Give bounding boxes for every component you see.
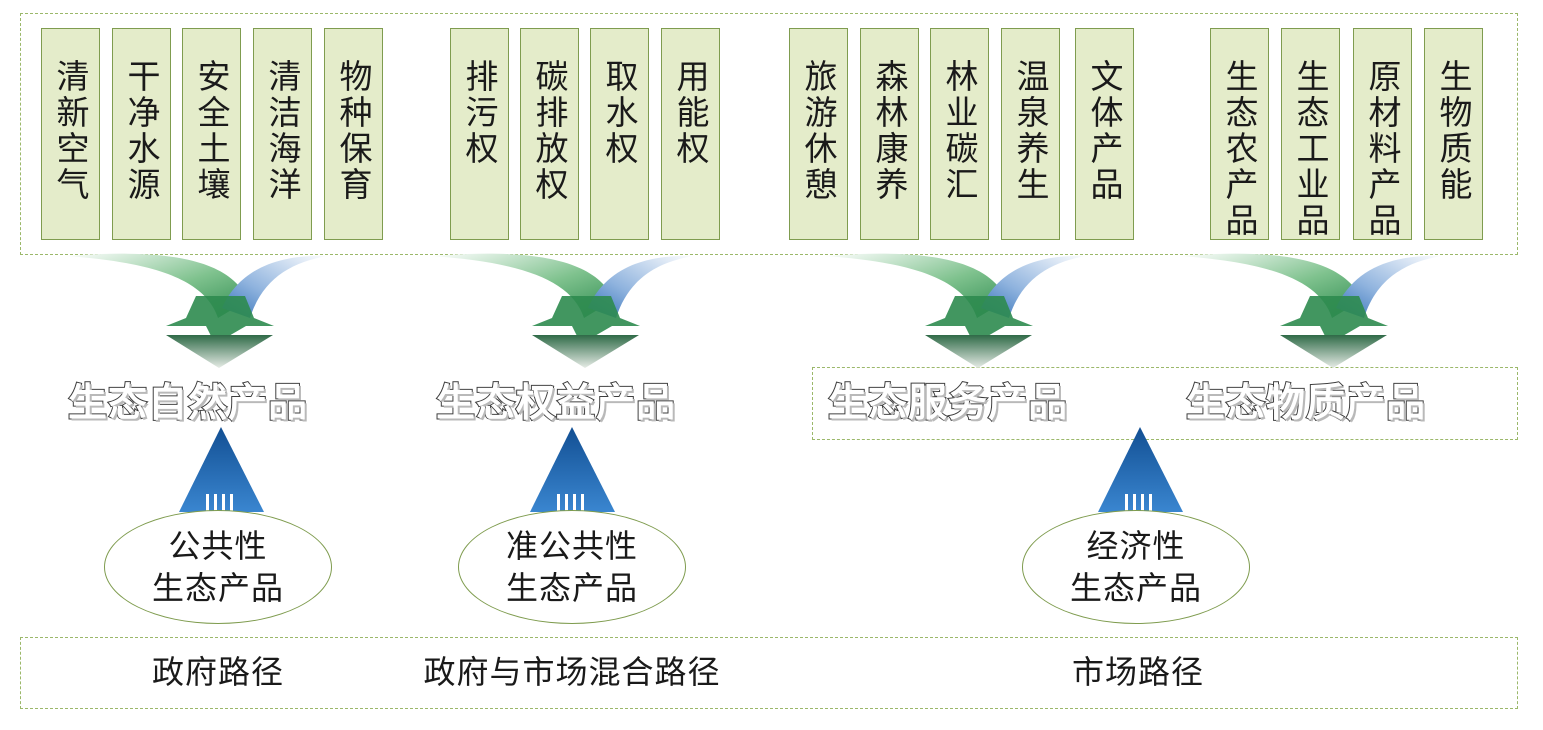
card-tourism: 旅游休憩: [789, 28, 848, 240]
card-label: 林业碳汇: [940, 59, 979, 203]
card-hot-spring: 温泉养生: [1001, 28, 1060, 240]
card-label: 清新空气: [51, 59, 90, 203]
card-label: 温泉养生: [1011, 59, 1050, 203]
card-label: 干净水源: [122, 59, 161, 203]
card-label: 碳排放权: [530, 59, 569, 203]
product-cards-frame: [20, 13, 1518, 255]
card-label: 排污权: [460, 59, 499, 167]
down-arrow-2: [432, 253, 694, 368]
ellipse-economic: 经济性 生态产品: [1022, 510, 1250, 624]
card-fresh-air: 清新空气: [41, 28, 100, 240]
card-clean-water: 干净水源: [112, 28, 171, 240]
path-government: 政府路径: [151, 653, 285, 691]
heading-material-products: 生态物质产品: [1185, 380, 1427, 427]
card-label: 旅游休憩: [799, 59, 838, 203]
card-water-rights: 取水权: [590, 28, 649, 240]
card-forest-carbon-sink: 林业碳汇: [930, 28, 989, 240]
up-arrow-2: [530, 427, 615, 512]
card-safe-soil: 安全土壤: [182, 28, 241, 240]
card-energy-rights: 用能权: [661, 28, 720, 240]
card-raw-materials: 原材料产品: [1353, 28, 1412, 240]
card-forest-wellness: 森林康养: [860, 28, 919, 240]
ellipse-line1: 准公共性: [505, 527, 638, 565]
down-arrow-1: [66, 253, 328, 368]
path-market: 市场路径: [1071, 653, 1205, 691]
card-carbon-emission-rights: 碳排放权: [520, 28, 579, 240]
down-arrow-3: [825, 253, 1087, 368]
paths-frame: [20, 637, 1518, 709]
heading-rights-products: 生态权益产品: [435, 380, 677, 427]
card-label: 原材料产品: [1363, 59, 1402, 239]
ellipse-line2: 生态产品: [151, 569, 284, 607]
up-arrow-1: [179, 427, 264, 512]
card-eco-industrial: 生态工业品: [1281, 28, 1340, 240]
ellipse-line1: 公共性: [168, 527, 268, 565]
market-products-frame: [812, 367, 1518, 440]
down-arrow-4: [1180, 253, 1442, 368]
card-label: 取水权: [600, 59, 639, 167]
card-label: 安全土壤: [192, 59, 231, 203]
card-label: 清洁海洋: [263, 59, 302, 203]
up-arrow-3: [1098, 427, 1183, 512]
card-eco-agriculture: 生态农产品: [1210, 28, 1269, 240]
card-species-conservation: 物种保育: [324, 28, 383, 240]
card-label: 森林康养: [870, 59, 909, 203]
card-culture-sports: 文体产品: [1075, 28, 1134, 240]
path-mixed: 政府与市场混合路径: [423, 653, 721, 691]
card-label: 用能权: [671, 59, 710, 167]
ellipse-public: 公共性 生态产品: [104, 510, 332, 624]
card-label: 物种保育: [334, 59, 373, 203]
ellipse-line2: 生态产品: [505, 569, 638, 607]
card-bioenergy: 生物质能: [1424, 28, 1483, 240]
ellipse-quasi-public: 准公共性 生态产品: [458, 510, 686, 624]
card-label: 生态农产品: [1220, 59, 1259, 239]
card-label: 生物质能: [1434, 59, 1473, 203]
ellipse-line1: 经济性: [1086, 527, 1186, 565]
ellipse-line2: 生态产品: [1069, 569, 1202, 607]
heading-natural-products: 生态自然产品: [67, 380, 309, 427]
card-label: 生态工业品: [1291, 59, 1330, 239]
heading-service-products: 生态服务产品: [827, 380, 1069, 427]
card-clean-ocean: 清洁海洋: [253, 28, 312, 240]
card-label: 文体产品: [1085, 59, 1124, 203]
card-emission-rights: 排污权: [450, 28, 509, 240]
